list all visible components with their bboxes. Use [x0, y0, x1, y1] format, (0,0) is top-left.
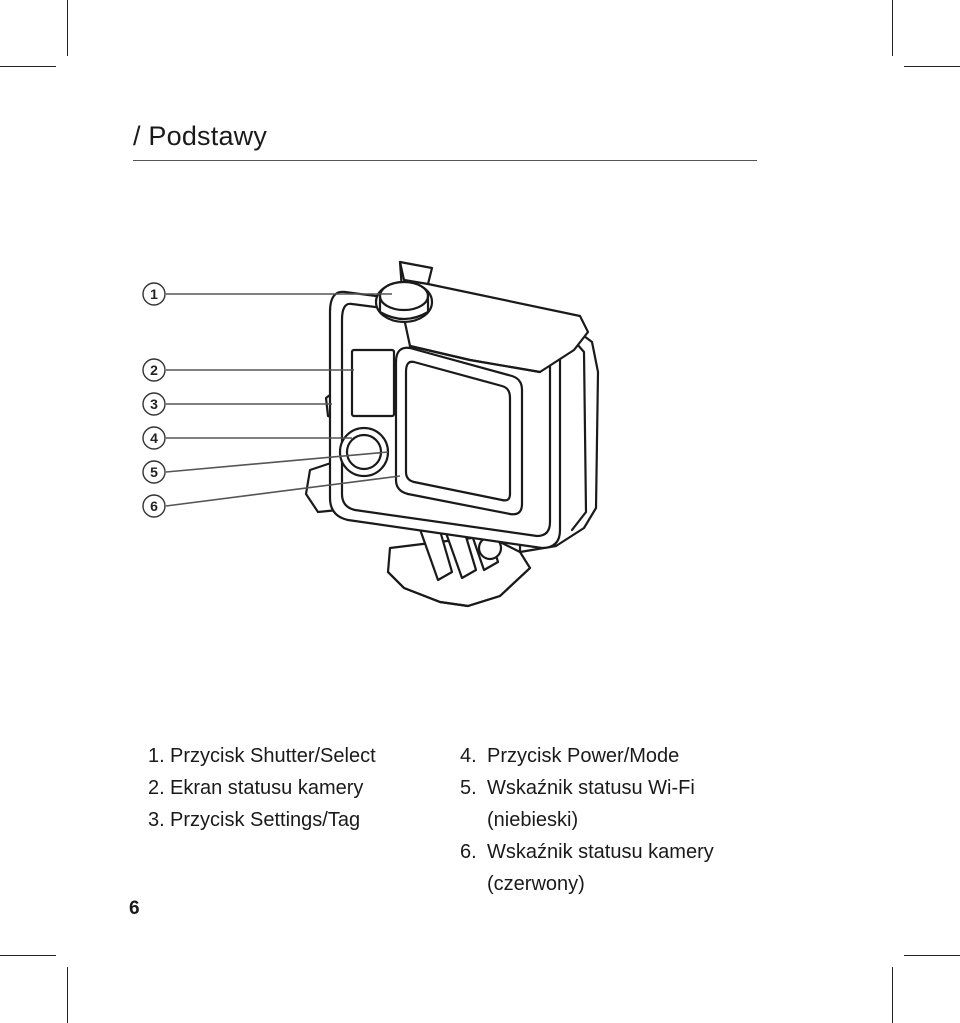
page-number: 6 — [129, 898, 140, 919]
mount-front-face — [386, 566, 532, 608]
top-latch — [398, 260, 590, 374]
callout-number-2: 2 — [150, 362, 158, 378]
crop-mark-bottom-left-horizontal — [0, 955, 56, 956]
legend-item-3: 3.Przycisk Settings/Tag — [148, 804, 376, 836]
callout-line-5 — [165, 451, 389, 473]
legend-item-number: 5. — [460, 777, 477, 799]
legend-right: 4. Przycisk Power/Mode 5. Wskaźnik statusu… — [460, 740, 732, 900]
callout-number-6: 6 — [150, 498, 158, 514]
legend-item-label: Przycisk Power/Mode — [487, 745, 680, 767]
legend-item-number: 4. — [460, 745, 477, 767]
power-button-face — [345, 433, 383, 471]
shutter-button-neck — [378, 294, 430, 321]
callout-circle-3 — [142, 392, 166, 416]
crop-mark-top-right-horizontal — [904, 66, 960, 67]
callout-circle-4 — [142, 426, 166, 450]
crop-mark-bottom-left-vertical — [67, 967, 68, 1023]
callout-circle-2 — [142, 358, 166, 382]
lens-glass — [404, 360, 512, 502]
callout-number-1: 1 — [150, 286, 158, 302]
crop-mark-bottom-right-horizontal — [904, 955, 960, 956]
callout-number-4: 4 — [150, 430, 158, 446]
legend-item-number: 3. — [148, 809, 165, 831]
legend-item-number: 6. — [460, 841, 477, 863]
legend-item-number: 2. — [148, 777, 165, 799]
legend-item-label: Wskaźnik statusu kamery (czerwony) — [487, 841, 714, 895]
legend-item-label: Przycisk Settings/Tag — [170, 809, 361, 831]
crop-mark-bottom-right-vertical — [892, 967, 893, 1023]
callout-circle-6 — [142, 494, 166, 518]
legend-item-1: 1.Przycisk Shutter/Select — [148, 740, 376, 772]
top-latch-edge — [408, 344, 542, 374]
legend-item-number: 1. — [148, 745, 165, 767]
title-rule — [133, 160, 757, 161]
crop-mark-top-left-horizontal — [0, 66, 56, 67]
legend-item-6: 6. Wskaźnik statusu kamery (czerwony) — [460, 836, 732, 900]
callout-line-6 — [165, 475, 401, 507]
crop-mark-top-left-vertical — [67, 0, 68, 56]
legend-item-label: Wskaźnik statusu Wi-Fi (niebieski) — [487, 777, 695, 831]
callout-number-5: 5 — [150, 464, 158, 480]
legend-item-4: 4. Przycisk Power/Mode — [460, 740, 732, 772]
crop-mark-top-right-vertical — [892, 0, 893, 56]
legend-item-2: 2.Ekran statusu kamery — [148, 772, 376, 804]
page-title: / Podstawy — [133, 121, 268, 151]
callout-circle-5 — [142, 460, 166, 484]
legend-item-label: Ekran statusu kamery — [170, 777, 364, 799]
shutter-button-cap — [378, 280, 430, 312]
legend-item-label: Przycisk Shutter/Select — [170, 745, 376, 767]
status-screen — [350, 348, 396, 418]
callout-number-3: 3 — [150, 396, 158, 412]
callout-circle-1 — [142, 282, 166, 306]
legend-item-5: 5. Wskaźnik statusu Wi-Fi (niebieski) — [460, 772, 732, 836]
top-latch-tab — [398, 260, 430, 286]
legend-left: 1.Przycisk Shutter/Select 2.Ekran status… — [148, 740, 376, 836]
